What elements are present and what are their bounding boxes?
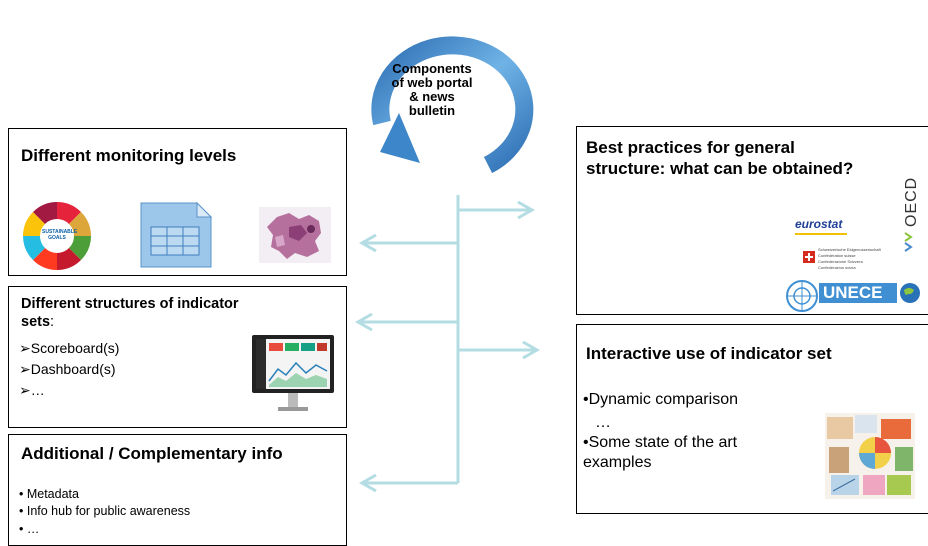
interactive-use-title: Interactive use of indicator set (586, 344, 832, 363)
visualization-collage-icon (825, 413, 915, 499)
list-item: ➢Scoreboard(s) (19, 340, 120, 356)
list-item: • … (19, 522, 40, 536)
monitoring-levels-box: Different monitoring levels SUSTAINABLE … (8, 128, 347, 276)
dashboard-monitor-icon (252, 335, 334, 411)
sdg-wheel-icon (23, 202, 91, 270)
eurostat-underline (795, 233, 847, 235)
list-item: • Info hub for public awareness (19, 504, 191, 518)
indicator-structures-box: Different structures of indicator sets: … (8, 286, 347, 428)
list-item: … (595, 414, 611, 431)
un-emblem-icon (786, 280, 818, 312)
best-practices-box: Best practices for general structure: wh… (576, 126, 928, 315)
best-practices-title: Best practices for general structure: wh… (586, 138, 854, 178)
center-label: Components of web portal & news bulletin (391, 61, 473, 118)
oecd-logo: OECD (903, 176, 920, 227)
table-document-icon (140, 201, 213, 268)
unece-logo: UNECE (819, 283, 897, 303)
europe-map-icon (259, 207, 331, 263)
complementary-info-title: Additional / Complementary info (21, 444, 283, 463)
sdg-logo-text: SUSTAINABLE GOALS (42, 229, 78, 241)
list-item: ➢… (19, 382, 45, 398)
list-item: •Some state of the art (583, 434, 738, 451)
indicator-structures-title: Different structures of indicator sets: (21, 296, 239, 330)
list-item: ➢Dashboard(s) (19, 361, 116, 377)
interactive-use-box: Interactive use of indicator set •Dynami… (576, 324, 928, 514)
complementary-info-box: Additional / Complementary info • Metada… (8, 434, 347, 546)
list-item: •Dynamic comparison (583, 391, 738, 408)
oecd-chevrons-icon (904, 232, 913, 252)
list-item: • Metadata (19, 487, 79, 501)
list-item: examples (583, 454, 652, 471)
swiss-confederation-logo: Schweizerische Eidgenossenschaft Confédé… (818, 247, 881, 270)
monitoring-levels-title: Different monitoring levels (21, 146, 237, 165)
eurostat-logo: eurostat (795, 217, 843, 231)
swiss-flag-icon (803, 251, 815, 263)
globe-icon (900, 283, 920, 303)
